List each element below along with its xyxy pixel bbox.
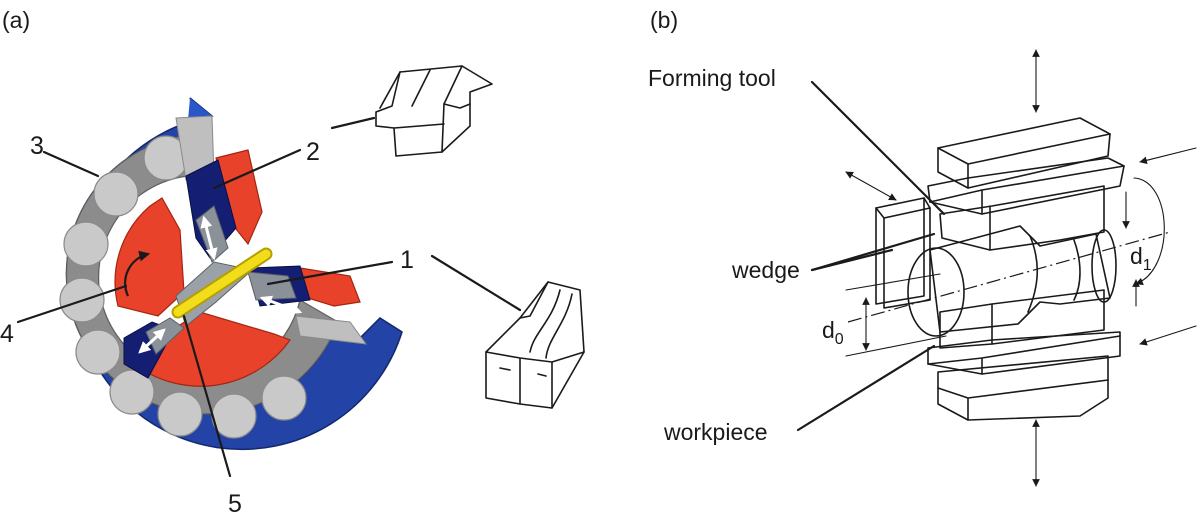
roller [75,329,121,375]
rotor-die-bottom [149,311,291,387]
roller [261,375,307,421]
wedge-plates [875,197,931,309]
lower-forming-tool [927,289,1121,421]
push-arrow-top [1139,147,1197,165]
push-arrow-bottom [1139,325,1197,346]
leader-wedge-2 [810,232,936,272]
roller [63,221,109,267]
roller [157,391,203,437]
panel-b: (b) [648,7,1197,487]
leader-workpiece [796,344,936,432]
leader-5 [182,314,232,478]
label-wedge: wedge [731,257,800,283]
d1-label: d [1130,243,1143,269]
workpiece-cylinder [907,225,1117,337]
rotation-arrow-icon [1133,177,1165,285]
roller [109,369,155,415]
double-arrow-icon [845,171,897,201]
detail-die-block [430,254,585,409]
double-arrow-icon [259,295,303,315]
leader-4 [16,284,128,324]
double-arrow-icon [200,215,218,261]
leader-3 [42,150,100,178]
svg-text:d0: d0 [822,317,844,348]
detail-forming-tool [330,65,493,157]
label-workpiece: workpiece [663,419,768,445]
callout-2: 2 [306,138,320,166]
d0-label: d [822,317,835,343]
upper-forming-tool [927,117,1125,251]
rollers [59,135,307,439]
leader-2 [212,148,302,190]
double-arrow-icon [138,328,166,354]
workpiece-axis [847,231,1171,323]
panel-b-label: (b) [650,7,678,33]
roller [93,171,139,217]
d0-subscript: 0 [835,331,844,348]
callout-4: 4 [0,320,14,348]
workpiece-rod [171,247,273,319]
panel-a: (a) [0,7,585,518]
svg-text:d1: d1 [1130,243,1152,274]
d1-subscript: 1 [1143,257,1152,274]
callout-1: 1 [400,246,414,274]
dimension-d0: d0 [822,273,947,357]
roller [211,393,257,439]
label-forming-tool: Forming tool [648,65,776,91]
rotor-die-left [114,197,185,317]
leader-forming-tool [810,80,946,216]
panel-a-label: (a) [2,7,30,33]
rotary-swaging-unit [59,97,403,451]
rotation-arrow-icon [124,250,151,297]
leader-1 [266,260,394,286]
dimension-d1: d1 [1122,191,1152,307]
callout-5: 5 [228,490,242,518]
bearing-cut-right [295,315,368,345]
callout-3: 3 [30,132,44,160]
